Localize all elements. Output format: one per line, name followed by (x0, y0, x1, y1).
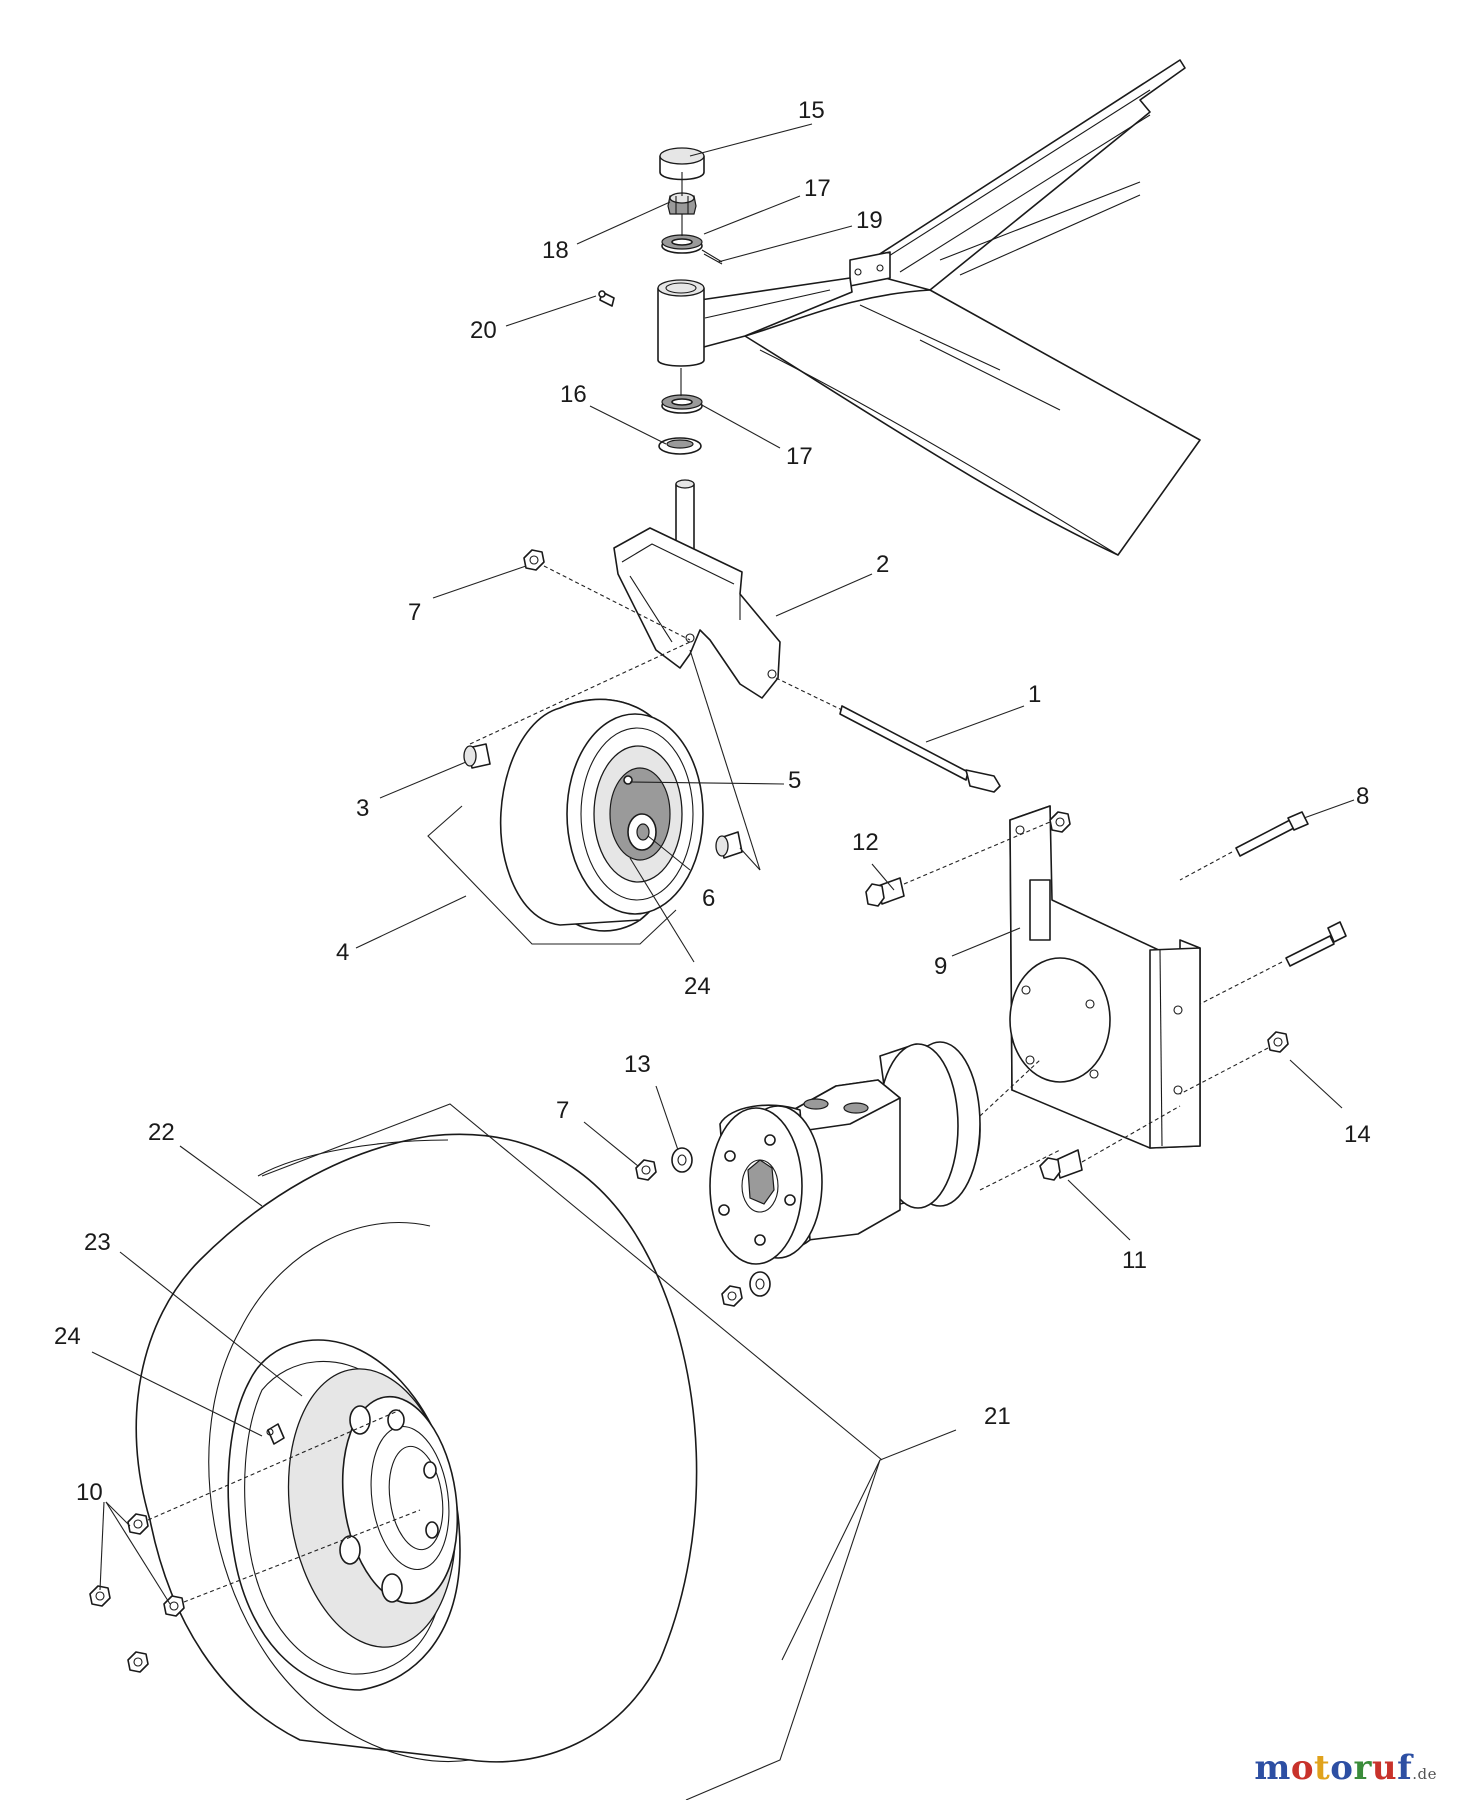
bolt (1285, 921, 1347, 967)
callout: 24 (54, 1323, 81, 1350)
leader-lines (91, 123, 1355, 1800)
callout: 9 (934, 953, 947, 980)
dust-cap (659, 147, 705, 181)
callout: 14 (1344, 1121, 1371, 1148)
callout: 1 (1028, 681, 1041, 708)
watermark-letter: u (1371, 1748, 1398, 1788)
axle-bolt (839, 705, 1001, 793)
callout: 16 (560, 381, 587, 408)
callout: 8 (1356, 783, 1369, 810)
grease-fitting (598, 290, 615, 307)
callout: 21 (984, 1403, 1011, 1430)
watermark-letter: o (1330, 1748, 1354, 1788)
callout: 3 (356, 795, 369, 822)
motor-bracket (1009, 805, 1201, 1149)
valve-stem (266, 1423, 285, 1445)
wheel-rim (287, 1368, 459, 1648)
callout: 13 (624, 1051, 651, 1078)
watermark-suffix: .de (1412, 1765, 1437, 1783)
watermark-logo: motoruf.de (1254, 1748, 1437, 1788)
callout: 19 (856, 207, 883, 234)
washer (749, 1271, 771, 1297)
lug-nut (127, 1513, 149, 1535)
callout: 6 (702, 885, 715, 912)
caster-wheel (499, 698, 704, 932)
callout: 23 (84, 1229, 111, 1256)
watermark-letter: m (1254, 1748, 1291, 1788)
callout: 7 (556, 1097, 569, 1124)
callout-labels: 15 17 18 19 20 16 17 7 2 1 3 5 4 6 24 12… (54, 97, 1371, 1506)
pivot-tube (657, 279, 705, 367)
flange-bolt (865, 877, 905, 907)
callout: 22 (148, 1119, 175, 1146)
callout: 4 (336, 939, 349, 966)
callout: 11 (1122, 1247, 1147, 1274)
hex-nut (523, 549, 545, 571)
callout: 10 (76, 1479, 103, 1506)
caster-fork (613, 479, 781, 699)
bolt (1235, 811, 1309, 857)
hex-nut (721, 1285, 743, 1307)
callout: 24 (684, 973, 711, 1000)
watermark-letter: o (1290, 1748, 1315, 1788)
watermark-letter: t (1314, 1748, 1331, 1788)
callout: 20 (470, 317, 497, 344)
spacer (715, 831, 743, 859)
hex-nut (1267, 1031, 1289, 1053)
callout: 17 (786, 443, 813, 470)
spacer (463, 743, 491, 769)
mower-deck (744, 289, 1201, 556)
callout: 12 (852, 829, 879, 856)
castle-nut (667, 192, 697, 215)
callout: 17 (804, 175, 831, 202)
callout: 15 (798, 97, 825, 124)
lower-bearing (661, 394, 703, 414)
callout: 2 (876, 551, 889, 578)
lug-nut (163, 1595, 185, 1617)
flange-bolt (1039, 1149, 1083, 1181)
upper-bearing (661, 234, 703, 254)
hex-nut (1049, 811, 1071, 833)
cotter-pin (701, 249, 723, 265)
hex-nut (635, 1159, 657, 1181)
washer (671, 1147, 693, 1173)
washer (658, 437, 702, 455)
lug-nut (89, 1585, 111, 1607)
wheel-motor (709, 1041, 981, 1265)
watermark-letter: r (1353, 1748, 1372, 1788)
callout: 18 (542, 237, 569, 264)
lug-nut (127, 1651, 149, 1673)
callout: 5 (788, 767, 801, 794)
frame-arm (849, 59, 1186, 291)
callout: 7 (408, 599, 421, 626)
watermark-letter: f (1397, 1748, 1413, 1788)
